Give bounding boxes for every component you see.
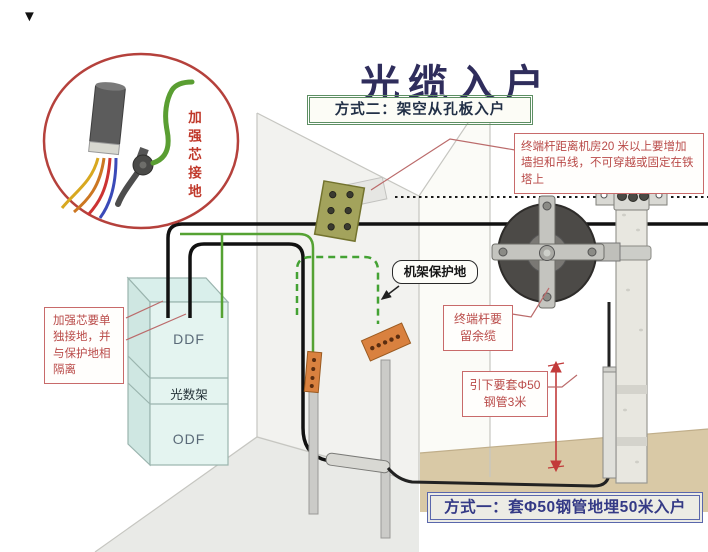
rack-section-optical: 光数架 bbox=[170, 388, 208, 402]
note-terminal-pole-distance: 终端杆距离机房20 米以上要增加墙担和吊线，不可穿越或固定在铁塔上 bbox=[514, 133, 704, 194]
clamp-tail bbox=[115, 169, 141, 207]
note-core-grounding: 加强芯要单独接地，并与保护地相隔离 bbox=[44, 307, 124, 385]
floor-steel-pipe bbox=[325, 452, 391, 474]
down-triangle-icon[interactable]: ▼ bbox=[22, 8, 37, 25]
equipment-rack bbox=[126, 276, 230, 467]
rack-section-ddf: DDF bbox=[173, 331, 205, 347]
grounding-clamp bbox=[132, 146, 154, 176]
bubble-pointer-arrow bbox=[380, 285, 400, 300]
ground-post-left bbox=[308, 385, 319, 515]
callout-lines bbox=[125, 138, 578, 388]
method-one-banner: 方式一：套Φ50钢管地埋50米入户 bbox=[427, 492, 703, 523]
fiber-wires bbox=[60, 157, 118, 219]
green-ground-wire bbox=[150, 79, 195, 166]
method-one-banner-text: 方式一：套Φ50钢管地埋50米入户 bbox=[430, 495, 700, 520]
dimension-arrow bbox=[547, 360, 565, 473]
ground-post-right bbox=[380, 359, 391, 539]
terminal-pole bbox=[615, 162, 648, 484]
ground-wire-solid bbox=[180, 232, 315, 352]
inset-circle bbox=[42, 52, 240, 230]
method-two-label: 方式二：架空从孔板入户 bbox=[307, 95, 533, 125]
note-downlead-pipe: 引下要套Φ50钢管3米 bbox=[462, 371, 548, 418]
rack-section-odf: ODF bbox=[172, 431, 206, 447]
pole-steel-pipe bbox=[602, 366, 617, 479]
cable-sheath bbox=[88, 82, 126, 156]
busbar-left bbox=[303, 350, 323, 394]
cable-reel bbox=[491, 195, 621, 309]
inset-core-ground-label: 加强芯接地 bbox=[186, 110, 201, 203]
busbar-right bbox=[360, 322, 412, 362]
ground-wire-dashed bbox=[295, 255, 380, 324]
label-rack-protective-ground: 机架保护地 bbox=[392, 260, 478, 284]
hole-plate bbox=[313, 180, 366, 243]
note-spare-cable: 终端杆要留余缆 bbox=[443, 305, 513, 352]
